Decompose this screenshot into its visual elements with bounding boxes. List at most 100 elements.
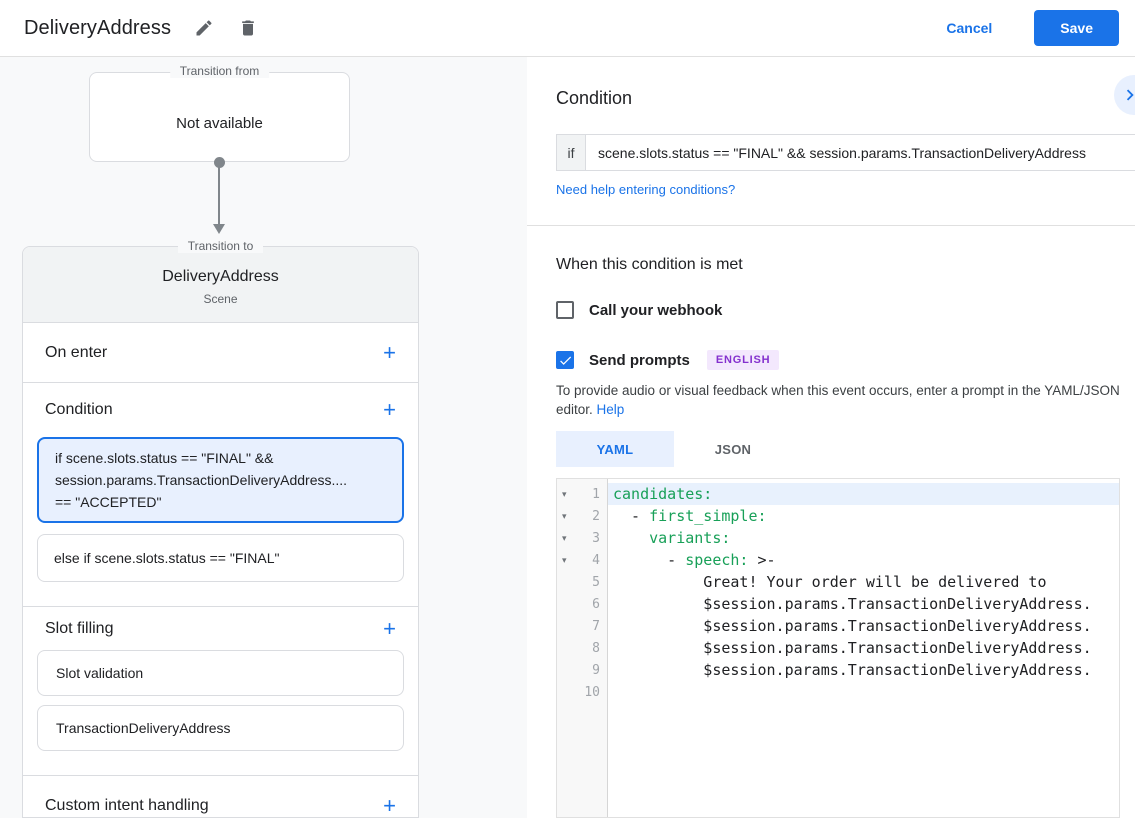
yaml-text: $session.params.TransactionDeliveryAddre… — [613, 595, 1092, 613]
tab-yaml[interactable]: YAML — [556, 431, 674, 467]
condition-section: Condition + if scene.slots.status == "FI… — [23, 383, 418, 607]
add-condition-button[interactable]: + — [383, 397, 396, 422]
condition-card-line: == "ACCEPTED" — [55, 494, 162, 510]
yaml-key: first_simple: — [649, 507, 767, 525]
trash-icon — [238, 18, 258, 38]
gutter-row: ▾4 — [557, 549, 607, 571]
condition-card[interactable]: if scene.slots.status == "FINAL" && sessi… — [37, 437, 404, 523]
gutter-row: 10 — [557, 681, 607, 703]
code-line[interactable]: $session.params.TransactionDeliveryAddre… — [608, 659, 1119, 681]
condition-panel-title: Condition — [556, 88, 633, 108]
gutter-row: ▾2 — [557, 505, 607, 527]
send-prompts-checkbox[interactable] — [556, 351, 574, 369]
line-number: 3 — [592, 530, 600, 546]
condition-card-list: if scene.slots.status == "FINAL" && sessi… — [23, 437, 418, 582]
yaml-text: $session.params.TransactionDeliveryAddre… — [613, 661, 1092, 679]
tab-json[interactable]: JSON — [714, 441, 752, 457]
transition-from-box: Transition from Not available — [89, 64, 350, 162]
scene-card: DeliveryAddress Scene On enter + Conditi… — [22, 246, 419, 818]
fold-arrow-icon[interactable]: ▾ — [562, 532, 567, 543]
code-line[interactable]: candidates: — [608, 483, 1119, 505]
chevron-right-icon — [1119, 84, 1135, 106]
code-line[interactable]: variants: — [608, 527, 1119, 549]
yaml-text: - — [613, 507, 650, 525]
condition-expression-input[interactable]: scene.slots.status == "FINAL" && session… — [598, 144, 1086, 161]
yaml-key: candidates: — [613, 485, 713, 503]
gutter-row: 7 — [557, 615, 607, 637]
custom-intent-label: Custom intent handling — [45, 797, 209, 814]
fold-arrow-icon[interactable]: ▾ — [562, 510, 567, 521]
app-header: DeliveryAddress Cancel Save — [0, 0, 1135, 57]
cancel-button[interactable]: Cancel — [946, 20, 993, 36]
code-line[interactable]: $session.params.TransactionDeliveryAddre… — [608, 615, 1119, 637]
add-on-enter-button[interactable]: + — [383, 339, 396, 365]
fold-arrow-icon[interactable]: ▾ — [562, 554, 567, 565]
line-number: 1 — [592, 486, 600, 502]
yaml-text: $session.params.TransactionDeliveryAddre… — [613, 617, 1092, 635]
code-line[interactable]: $session.params.TransactionDeliveryAddre… — [608, 637, 1119, 659]
edit-scene-button[interactable] — [193, 17, 215, 39]
scene-graph-panel: Transition from Not available Transition… — [0, 57, 527, 827]
line-number: 7 — [592, 618, 600, 634]
page-title: DeliveryAddress — [24, 16, 172, 39]
add-custom-intent-button[interactable]: + — [383, 793, 396, 818]
language-badge: ENGLISH — [706, 350, 780, 370]
slot-card[interactable]: Slot validation — [37, 650, 404, 696]
code-line[interactable] — [608, 681, 1119, 703]
editor-tabs: YAML JSON — [556, 431, 792, 467]
yaml-text: - — [613, 551, 686, 569]
code-line[interactable]: - first_simple: — [608, 505, 1119, 527]
condition-card-line: if scene.slots.status == "FINAL" && — [55, 450, 274, 466]
check-icon — [558, 353, 573, 368]
slot-filling-label: Slot filling — [45, 619, 114, 637]
scene-subtitle: Scene — [203, 292, 238, 306]
line-number: 2 — [592, 508, 600, 524]
bottom-strip — [0, 818, 1135, 827]
code-line[interactable]: Great! Your order will be delivered to — [608, 571, 1119, 593]
slot-card[interactable]: TransactionDeliveryAddress — [37, 705, 404, 751]
line-number: 4 — [592, 552, 600, 568]
send-prompts-label: Send prompts — [589, 351, 690, 369]
condition-section-label: Condition — [45, 401, 113, 418]
condition-card-line: session.params.TransactionDeliveryAddres… — [55, 472, 348, 488]
line-number: 10 — [584, 684, 600, 700]
line-number: 9 — [592, 662, 600, 678]
gutter-row: 8 — [557, 637, 607, 659]
yaml-key: speech: — [685, 551, 749, 569]
transition-from-label: Transition from — [169, 64, 270, 78]
line-number: 5 — [592, 574, 600, 590]
condition-help-link[interactable]: Need help entering conditions? — [556, 182, 736, 197]
delete-scene-button[interactable] — [237, 17, 259, 39]
gutter-row: ▾3 — [557, 527, 607, 549]
condition-editor-panel: Condition if scene.slots.status == "FINA… — [527, 57, 1135, 827]
prompts-description: To provide audio or visual feedback when… — [556, 383, 1120, 417]
yaml-text — [613, 529, 649, 547]
condition-card[interactable]: else if scene.slots.status == "FINAL" — [37, 534, 404, 582]
help-link[interactable]: Help — [596, 402, 625, 417]
on-enter-label: On enter — [45, 343, 108, 361]
send-prompts-row: Send prompts ENGLISH — [556, 350, 780, 370]
gutter-row: 6 — [557, 593, 607, 615]
code-line[interactable]: $session.params.TransactionDeliveryAddre… — [608, 593, 1119, 615]
add-slot-button[interactable]: + — [383, 615, 396, 641]
yaml-key: variants: — [649, 529, 731, 547]
connector-line — [218, 163, 220, 225]
webhook-label: Call your webhook — [589, 301, 723, 319]
custom-intent-row: Custom intent handling + — [23, 776, 418, 818]
condition-expression-row: if scene.slots.status == "FINAL" && sess… — [556, 134, 1135, 171]
editor-code[interactable]: candidates: - first_simple: variants: - … — [608, 479, 1119, 817]
scene-card-header: DeliveryAddress Scene — [23, 247, 418, 323]
code-line[interactable]: - speech: >- — [608, 549, 1119, 571]
yaml-text: $session.params.TransactionDeliveryAddre… — [613, 639, 1092, 657]
fold-arrow-icon[interactable]: ▾ — [562, 488, 567, 499]
connector-dot — [214, 157, 225, 168]
condition-card-line: else if scene.slots.status == "FINAL" — [54, 550, 280, 566]
yaml-text: Great! Your order will be delivered to — [613, 573, 1047, 591]
webhook-checkbox[interactable] — [556, 301, 574, 319]
line-number: 8 — [592, 640, 600, 656]
gutter-row: ▾1 — [557, 483, 607, 505]
collapse-panel-button[interactable] — [1114, 75, 1135, 115]
save-button[interactable]: Save — [1034, 10, 1119, 46]
